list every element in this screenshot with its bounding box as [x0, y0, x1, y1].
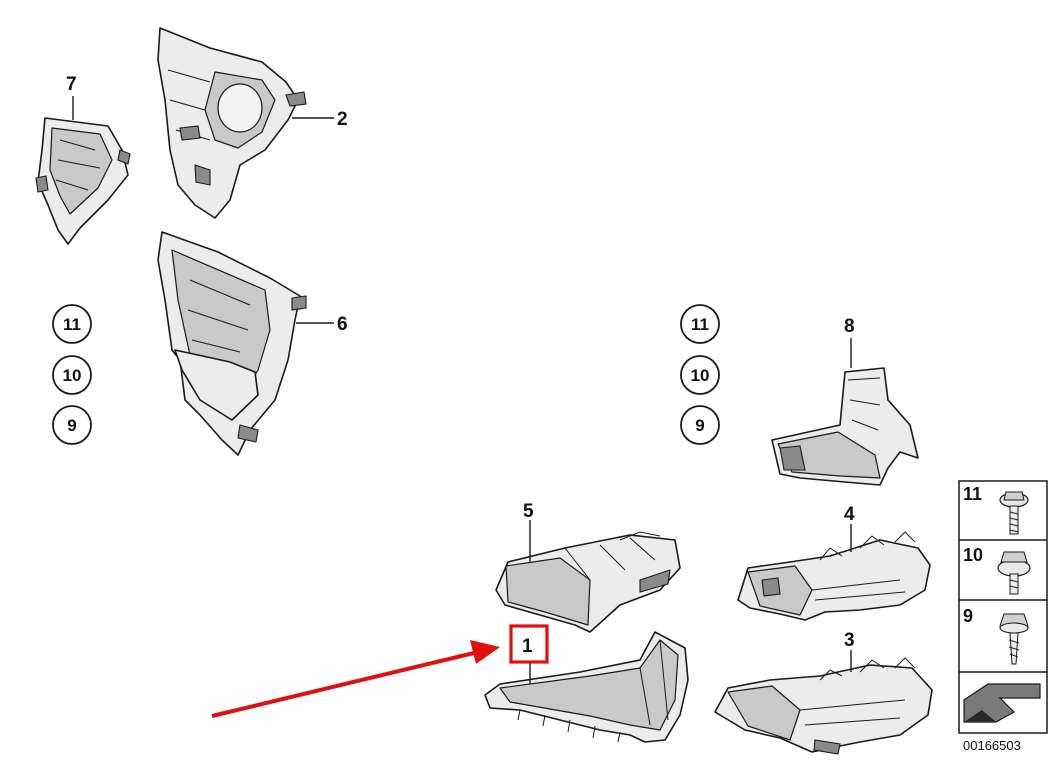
part-3-label: 3: [844, 630, 855, 651]
left-circled-10: 10: [52, 355, 92, 395]
fastener-10-label: 10: [963, 545, 983, 565]
part-3-drawing: [714, 657, 933, 755]
fastener-11-icon: [999, 491, 1029, 535]
svg-text:11: 11: [691, 315, 709, 334]
red-pointer-arrow: [211, 640, 500, 718]
part-8-drawing: [771, 367, 919, 486]
left-circled-11: 11: [52, 304, 92, 344]
svg-text:9: 9: [67, 416, 76, 435]
svg-text:10: 10: [691, 366, 710, 385]
part-2-label: 2: [337, 109, 348, 130]
svg-text:11: 11: [63, 315, 81, 334]
part-6-label: 6: [337, 314, 348, 335]
diagram-code: 00166503: [963, 738, 1021, 753]
part-4-label: 4: [844, 504, 855, 525]
left-circled-9: 9: [52, 405, 92, 445]
part-2-drawing: [157, 27, 307, 219]
part-4-drawing: [737, 531, 931, 621]
fastener-11-label: 11: [963, 484, 982, 504]
right-circled-9: 9: [680, 405, 720, 445]
part-1-highlight-box: [509, 624, 549, 664]
part-6-drawing: [157, 231, 307, 456]
fastener-10-icon: [997, 551, 1031, 595]
fastener-9-icon: [999, 613, 1029, 665]
fastener-panel: 11 10 9: [958, 480, 1048, 734]
right-circled-11: 11: [680, 304, 720, 344]
part-1-drawing: [484, 631, 689, 743]
part-7-label: 7: [66, 74, 77, 95]
fastener-9-label: 9: [963, 606, 973, 626]
part-8-label: 8: [844, 316, 855, 337]
svg-text:10: 10: [63, 366, 82, 385]
part-5-drawing: [495, 531, 681, 633]
svg-text:9: 9: [695, 416, 704, 435]
part-7-drawing: [35, 117, 131, 245]
direction-arrow-icon: [963, 683, 1041, 723]
part-5-label: 5: [523, 501, 534, 522]
part-1-label: 1: [522, 636, 533, 657]
right-circled-10: 10: [680, 355, 720, 395]
